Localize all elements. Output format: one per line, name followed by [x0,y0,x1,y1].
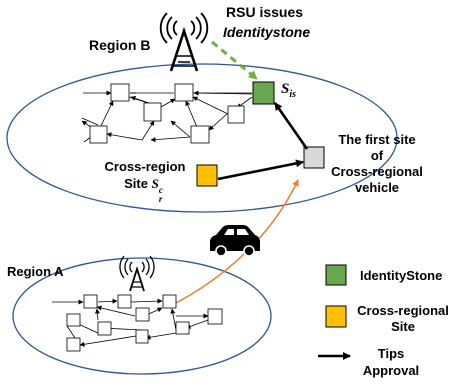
region-a-ellipse [12,257,272,375]
region-a-sites [66,294,223,352]
rsu-tower-small-icon [119,255,155,292]
region-b-ellipse [6,63,398,213]
region-b-sites [89,83,245,144]
cross-region-site [196,164,218,187]
legend-cross-regional-line1: Cross-regional [357,303,449,318]
rsu-label-line2: Identitystone [223,24,311,40]
legend-cross-regional-line2: Site [391,319,415,334]
s-is-label: Sis [281,81,297,100]
car-icon [210,225,260,257]
approval-arrow-first-to-is [273,102,309,150]
first-site-label-line4: vehicle [354,180,400,195]
legend-cross-regional-label: Cross-regional Site [350,303,456,335]
legend-identitystone-label: IdentityStone [360,268,443,283]
cross-region-label-line1: Cross-region [104,159,186,174]
region-b-label: Region B [89,37,151,53]
rsu-label-line1: RSU issues [226,4,304,20]
first-site-label-line3: Cross-regional [331,164,423,179]
rsu-tower-icon [159,12,209,72]
region-b-dag [81,90,253,143]
legend-tips-line1: Tips [377,346,405,361]
legend-cross-regional-swatch [325,305,347,328]
first-site-label-line1: The first site [338,132,416,147]
approval-arrow-cross-to-first [217,159,304,181]
first-site-label-line2: of [370,148,384,163]
rsu-issue-arrow [211,40,258,81]
first-site [303,146,325,169]
identitystone-site [252,81,275,105]
legend-tips-line2: Approval [362,363,420,378]
first-site-label: The first site of Cross-regional vehicle [318,132,436,196]
legend-identitystone-swatch [325,264,347,286]
legend-tips-label: Tips Approval [356,345,426,379]
region-a-label: Region A [7,264,64,279]
